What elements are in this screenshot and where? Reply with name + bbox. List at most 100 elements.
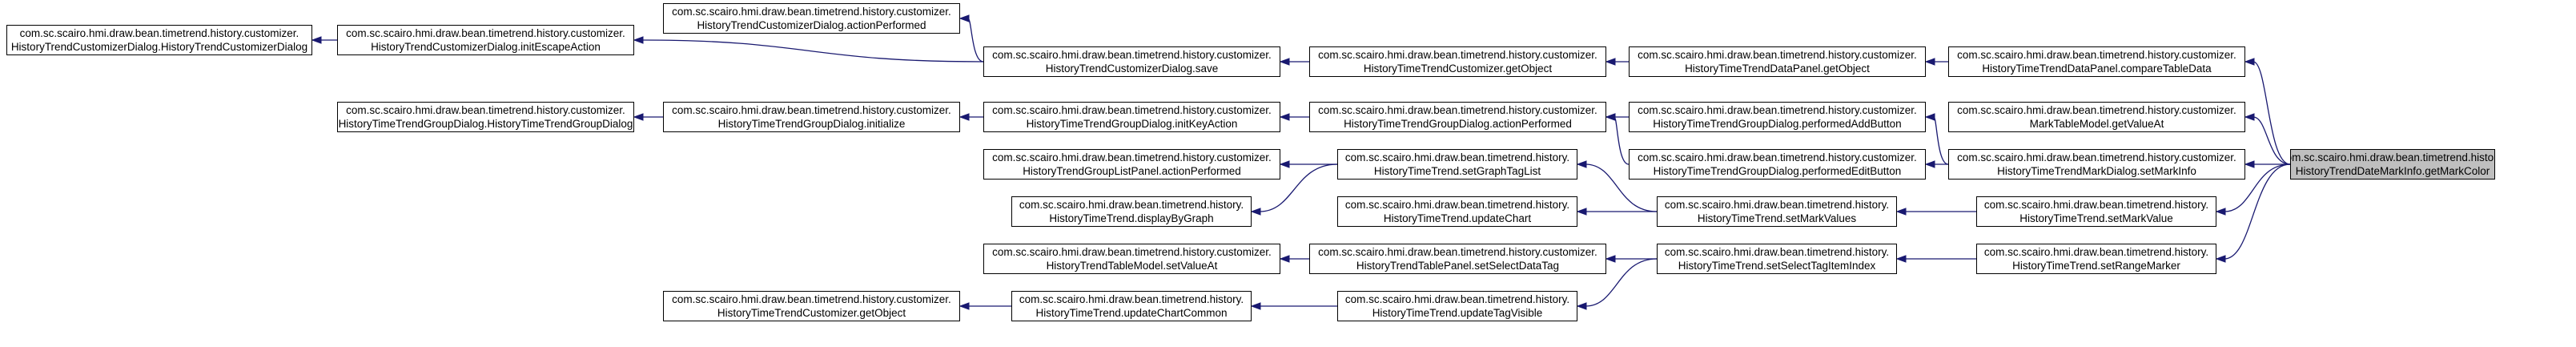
node-historytimetrend-updatetagvisible[interactable]: com.sc.scairo.hmi.draw.bean.timetrend.hi…	[1337, 291, 1577, 321]
node-historytimetrend-updatechart[interactable]: com.sc.scairo.hmi.draw.bean.timetrend.hi…	[1337, 196, 1577, 227]
node-customizerdialog-constructor[interactable]: com.sc.scairo.hmi.draw.bean.timetrend.hi…	[6, 25, 312, 55]
node-groupdialog-performededitbutton[interactable]: com.sc.scairo.hmi.draw.bean.timetrend.hi…	[1629, 149, 1926, 180]
node-customizer-getobject[interactable]: com.sc.scairo.hmi.draw.bean.timetrend.hi…	[1309, 46, 1606, 77]
node-method-label: HistoryTimeTrend.setGraphTagList	[1373, 165, 1541, 177]
node-package-label: com.sc.scairo.hmi.draw.bean.timetrend.hi…	[992, 49, 1272, 61]
call-edge-arrowhead	[633, 113, 644, 121]
call-edge-arrowhead	[311, 36, 322, 44]
node-tablepanel-setselectdatatag[interactable]: com.sc.scairo.hmi.draw.bean.timetrend.hi…	[1309, 244, 1606, 274]
node-package-label: com.sc.scairo.hmi.draw.bean.timetrend.hi…	[992, 151, 1272, 163]
node-method-label: HistoryTimeTrend.updateTagVisible	[1372, 307, 1543, 319]
node-customizerdialog-save[interactable]: com.sc.scairo.hmi.draw.bean.timetrend.hi…	[983, 46, 1280, 77]
call-edge-arrowhead	[1250, 302, 1261, 310]
node-package-label: com.sc.scairo.hmi.draw.bean.timetrend.hi…	[346, 27, 625, 39]
node-method-label: HistoryTimeTrendGroupDialog.performedAdd…	[1653, 118, 1902, 130]
node-package-label: com.sc.scairo.hmi.draw.bean.timetrend.hi…	[1019, 293, 1244, 305]
node-package-label: com.sc.scairo.hmi.draw.bean.timetrend.hi…	[1983, 246, 2209, 258]
node-historytrenddatemarkinfo-getmarkcolor: com.sc.scairo.hmi.draw.bean.timetrend.hi…	[2290, 149, 2495, 180]
node-historytimetrend-setgraphtaglist[interactable]: com.sc.scairo.hmi.draw.bean.timetrend.hi…	[1337, 149, 1577, 180]
call-edge-arrowhead	[1605, 255, 1616, 263]
node-historytimetrend-setmarkvalue[interactable]: com.sc.scairo.hmi.draw.bean.timetrend.hi…	[1976, 196, 2216, 227]
node-method-label: HistoryTimeTrendDataPanel.compareTableDa…	[1982, 63, 2212, 75]
call-edge-arrowhead	[1576, 302, 1587, 310]
node-customizerdialog-actionperformed[interactable]: com.sc.scairo.hmi.draw.bean.timetrend.hi…	[663, 3, 960, 34]
call-edge-arrowhead	[1279, 255, 1290, 263]
node-customizer-getobject-2[interactable]: com.sc.scairo.hmi.draw.bean.timetrend.hi…	[663, 291, 960, 321]
node-historytimetrend-updatechartcommon[interactable]: com.sc.scairo.hmi.draw.bean.timetrend.hi…	[1011, 291, 1252, 321]
call-edge-arrowhead	[2244, 58, 2255, 66]
node-groupdialog-constructor[interactable]: com.sc.scairo.hmi.draw.bean.timetrend.hi…	[337, 102, 634, 132]
node-method-label: HistoryTrendCustomizerDialog.initEscapeA…	[371, 41, 601, 53]
node-package-label: com.sc.scairo.hmi.draw.bean.timetrend.hi…	[1344, 199, 1570, 211]
node-package-label: com.sc.scairo.hmi.draw.bean.timetrend.hi…	[672, 6, 951, 18]
node-package-label: com.sc.scairo.hmi.draw.bean.timetrend.hi…	[992, 246, 1272, 258]
call-edge	[2224, 163, 2291, 260]
node-method-label: HistoryTimeTrend.updateChart	[1383, 212, 1532, 224]
node-method-label: HistoryTimeTrend.setRangeMarker	[2012, 260, 2180, 272]
node-package-label: com.sc.scairo.hmi.draw.bean.timetrend.hi…	[346, 104, 625, 116]
node-package-label: com.sc.scairo.hmi.draw.bean.timetrend.hi…	[1344, 151, 1570, 163]
node-method-label: HistoryTimeTrendGroupDialog.initialize	[717, 118, 906, 130]
call-edge-arrowhead	[1924, 113, 1935, 121]
node-package-label: com.sc.scairo.hmi.draw.bean.timetrend.hi…	[1957, 104, 2236, 116]
node-method-label: HistoryTimeTrendGroupDialog.actionPerfor…	[1344, 118, 1572, 130]
node-datapanel-getobject[interactable]: com.sc.scairo.hmi.draw.bean.timetrend.hi…	[1629, 46, 1926, 77]
node-historytimetrend-setmarkvalues[interactable]: com.sc.scairo.hmi.draw.bean.timetrend.hi…	[1657, 196, 1897, 227]
call-edge-arrowhead	[1895, 255, 1907, 263]
node-method-label: HistoryTimeTrend.setMarkValue	[2019, 212, 2173, 224]
call-edge-arrowhead	[2215, 208, 2226, 216]
node-method-label: HistoryTimeTrendDataPanel.getObject	[1685, 63, 1870, 75]
node-method-label: HistoryTimeTrend.updateChartCommon	[1035, 307, 1228, 319]
node-package-label: com.sc.scairo.hmi.draw.bean.timetrend.hi…	[1344, 293, 1570, 305]
call-edge	[2224, 163, 2291, 212]
node-historytimetrend-displaybygraph[interactable]: com.sc.scairo.hmi.draw.bean.timetrend.hi…	[1011, 196, 1252, 227]
node-groupdialog-initkeyaction[interactable]: com.sc.scairo.hmi.draw.bean.timetrend.hi…	[983, 102, 1280, 132]
call-edge-arrowhead	[633, 36, 644, 44]
node-package-label: com.sc.scairo.hmi.draw.bean.timetrend.hi…	[1318, 246, 1597, 258]
node-grouplistpanel-actionperformed[interactable]: com.sc.scairo.hmi.draw.bean.timetrend.hi…	[983, 149, 1280, 180]
call-edge-arrowhead	[1250, 208, 1261, 216]
node-package-label: com.sc.scairo.hmi.draw.bean.timetrend.hi…	[2290, 151, 2495, 163]
call-edge	[1933, 116, 1949, 165]
node-package-label: com.sc.scairo.hmi.draw.bean.timetrend.hi…	[672, 104, 951, 116]
call-edge-arrowhead	[1279, 160, 1290, 168]
node-method-label: HistoryTimeTrend.displayByGraph	[1049, 212, 1214, 224]
call-edge-arrowhead	[1605, 113, 1616, 121]
node-package-label: com.sc.scairo.hmi.draw.bean.timetrend.hi…	[19, 27, 299, 39]
node-method-label: HistoryTimeTrend.setMarkValues	[1697, 212, 1857, 224]
node-historytimetrend-setrangemarker[interactable]: com.sc.scairo.hmi.draw.bean.timetrend.hi…	[1976, 244, 2216, 274]
node-trendtablemodel-setvalueat[interactable]: com.sc.scairo.hmi.draw.bean.timetrend.hi…	[983, 244, 1280, 274]
node-method-label: HistoryTimeTrendMarkDialog.setMarkInfo	[1997, 165, 2196, 177]
node-method-label: MarkTableModel.getValueAt	[2029, 118, 2164, 130]
node-groupdialog-performedaddbutton[interactable]: com.sc.scairo.hmi.draw.bean.timetrend.hi…	[1629, 102, 1926, 132]
call-edge-arrowhead	[1279, 113, 1290, 121]
call-edge-arrowhead	[958, 302, 970, 310]
node-package-label: com.sc.scairo.hmi.draw.bean.timetrend.hi…	[1664, 199, 1890, 211]
call-edge-arrowhead	[1924, 58, 1935, 66]
node-markdialog-setmarkinfo[interactable]: com.sc.scairo.hmi.draw.bean.timetrend.hi…	[1948, 149, 2245, 180]
node-package-label: com.sc.scairo.hmi.draw.bean.timetrend.hi…	[1983, 199, 2209, 211]
node-groupdialog-actionperformed[interactable]: com.sc.scairo.hmi.draw.bean.timetrend.hi…	[1309, 102, 1606, 132]
call-edge-arrowhead	[1605, 58, 1616, 66]
node-datapanel-comparetabledata[interactable]: com.sc.scairo.hmi.draw.bean.timetrend.hi…	[1948, 46, 2245, 77]
call-edge	[2252, 61, 2291, 165]
node-method-label: HistoryTrendTableModel.setValueAt	[1046, 260, 1218, 272]
call-edge-arrowhead	[2215, 255, 2226, 263]
node-groupdialog-initialize[interactable]: com.sc.scairo.hmi.draw.bean.timetrend.hi…	[663, 102, 960, 132]
call-edge-arrowhead	[958, 113, 970, 121]
node-marktablemodel-getvalueat[interactable]: com.sc.scairo.hmi.draw.bean.timetrend.hi…	[1948, 102, 2245, 132]
node-package-label: com.sc.scairo.hmi.draw.bean.timetrend.hi…	[1019, 199, 1244, 211]
call-edge-arrowhead	[2244, 160, 2255, 168]
call-edge-arrowhead	[1895, 208, 1907, 216]
node-package-label: com.sc.scairo.hmi.draw.bean.timetrend.hi…	[1957, 151, 2236, 163]
node-package-label: com.sc.scairo.hmi.draw.bean.timetrend.hi…	[1318, 104, 1597, 116]
node-method-label: HistoryTrendDateMarkInfo.getMarkColor	[2295, 165, 2490, 177]
node-package-label: com.sc.scairo.hmi.draw.bean.timetrend.hi…	[1664, 246, 1890, 258]
node-historytimetrend-setselecttagitemindex[interactable]: com.sc.scairo.hmi.draw.bean.timetrend.hi…	[1657, 244, 1897, 274]
node-method-label: HistoryTrendCustomizerDialog.actionPerfo…	[697, 19, 926, 31]
node-method-label: HistoryTimeTrendCustomizer.getObject	[717, 307, 906, 319]
node-method-label: HistoryTimeTrendGroupDialog.HistoryTimeT…	[338, 118, 633, 130]
node-package-label: com.sc.scairo.hmi.draw.bean.timetrend.hi…	[1957, 49, 2236, 61]
node-customizerdialog-initescapeaction[interactable]: com.sc.scairo.hmi.draw.bean.timetrend.hi…	[337, 25, 634, 55]
